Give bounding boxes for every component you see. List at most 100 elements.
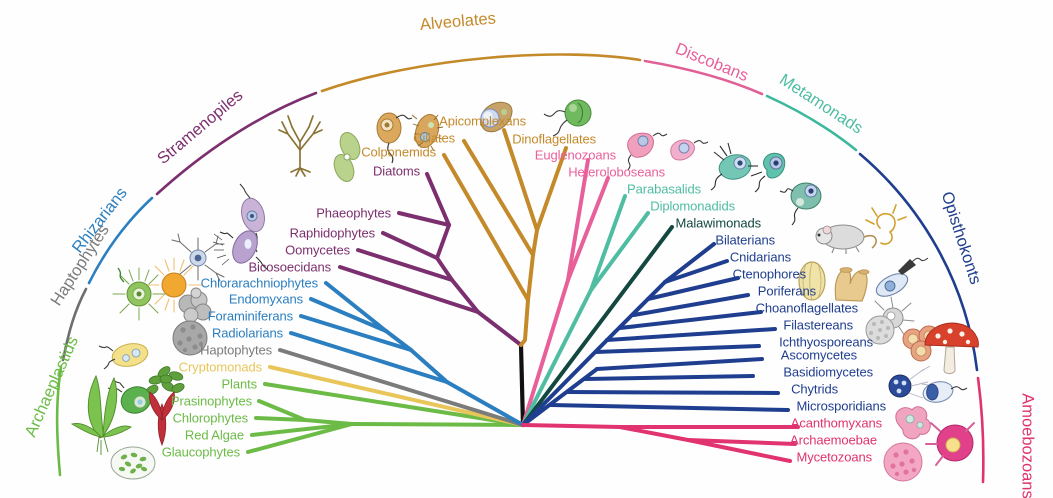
branch-green-clade-stem <box>303 418 354 426</box>
acanthomyxan-illustration <box>895 406 931 440</box>
branch-euglenozoans <box>566 158 590 282</box>
leaf-label-bilaterians: Bilaterians <box>715 232 775 248</box>
leaf-label-ctenophores: Ctenophores <box>732 266 806 282</box>
arc-rhizarians <box>87 196 154 285</box>
branch-poriferans <box>632 293 750 317</box>
branch-cnidarians <box>663 259 729 284</box>
branch-foraminiferans <box>409 348 449 384</box>
branch-archaeplastid-base <box>350 422 525 427</box>
branch-mycetozoans <box>686 438 792 463</box>
leaf-label-diplomonadids: Diplomonadids <box>650 198 735 214</box>
leaf-label-plants: Plants <box>221 376 257 392</box>
leaf-label-archaemoebae: Archaemoebae <box>790 432 877 448</box>
poriferan-illustration <box>834 267 870 302</box>
branch-strameno-node4 <box>435 223 451 260</box>
branch-phaeophytes <box>397 211 451 227</box>
red-alga-illustration <box>149 391 175 447</box>
branch-filastereans <box>605 327 777 342</box>
arc-amoebozoans <box>976 376 985 484</box>
brown-seaweed-illustration <box>278 115 323 177</box>
leaf-label-filastereans: Filastereans <box>783 317 853 333</box>
ciliate-illustration <box>411 113 444 152</box>
branch-stramenopile-base <box>476 310 523 347</box>
branch-red-algae <box>250 422 354 437</box>
leaf-label-apicomplexans: Apicomplexans <box>439 113 526 129</box>
teal-diplomonad-illustration <box>750 152 786 193</box>
branch-ascomycetes <box>595 357 764 371</box>
branch-radiolarians <box>289 331 449 384</box>
leaf-label-haptophytes: Haptophytes <box>200 342 272 358</box>
branch-bilaterians <box>663 242 716 284</box>
branch-chlorophytes <box>254 416 307 422</box>
branch-endomyxans <box>384 329 413 352</box>
malawimonad-illustration <box>779 182 822 226</box>
branch-glaucophytes <box>246 422 354 454</box>
branch-parabasalids <box>589 194 627 292</box>
leaf-label-poriferans: Poriferans <box>757 283 816 299</box>
leaf-label-malawimonads: Malawimonads <box>675 215 761 231</box>
golden-flagellate-illustration <box>376 112 413 164</box>
foraminiferan-illustration <box>178 287 212 323</box>
leaf-label-bicosoecidans: Bicosoecidans <box>248 259 331 275</box>
leaf-label-chlorophytes: Chlorophytes <box>172 410 249 426</box>
leaf-label-mycetozoans: Mycetozoans <box>796 449 873 465</box>
choanoflagellate-illustration <box>875 257 929 297</box>
branch-microsporidians <box>549 403 790 412</box>
branch-rhizarian-base <box>445 380 525 427</box>
basidiomycete-illustration <box>924 322 979 375</box>
leaf-label-choanoflagellates: Choanoflagellates <box>755 300 858 316</box>
arc-metamonads <box>765 94 858 152</box>
heliozoan-illustration <box>112 267 166 321</box>
clade-arc-group <box>55 53 985 484</box>
arc-discobans <box>643 59 764 96</box>
green-plant-illustration <box>145 366 185 396</box>
microsporidian-illustration <box>922 381 968 403</box>
leaf-label-euglenozoans: Euglenozoans <box>534 147 616 163</box>
leaf-label-ciliates: Ciliates <box>413 130 455 146</box>
branch-diplomonadids <box>589 211 650 292</box>
leaf-label-phaeophytes: Phaeophytes <box>316 205 391 221</box>
leaf-label-cryptomonads: Cryptomonads <box>178 359 262 375</box>
green-diatom-illustration <box>333 132 361 182</box>
branch-dinoflagellates <box>535 146 568 232</box>
leaf-label-parabasalids: Parabasalids <box>627 181 701 197</box>
chytrid-illustration <box>888 365 935 399</box>
dinoflagellate-illustration <box>543 99 592 137</box>
branch-choanoflagellates <box>618 310 763 330</box>
branch-bicosoecidans <box>338 265 480 314</box>
leaf-label-ichthyosporeans: Ichthyosporeans <box>779 334 873 350</box>
leaf-label-glaucophytes: Glaucophytes <box>161 444 240 460</box>
branch-cryptomonads <box>268 365 525 427</box>
branch-animal-stem <box>612 280 667 335</box>
branch-oomycetes <box>356 248 454 282</box>
branch-opisthokont-base <box>521 331 616 427</box>
mouse-illustration <box>815 224 877 254</box>
branch-prasinophytes <box>257 399 307 422</box>
branch-amoebozoan-base <box>521 423 622 429</box>
bicosoecidan-illustration <box>212 230 269 271</box>
branch-raphidophytes <box>381 231 439 260</box>
leaf-label-heteroloboseans: Heteroloboseans <box>568 164 665 180</box>
branch-metamonad-base <box>521 288 593 427</box>
branch-root-stem <box>518 342 526 428</box>
branch-group <box>246 128 800 463</box>
organism-illustration-group <box>70 99 979 482</box>
green-seaweed-illustration <box>70 374 132 455</box>
clade-label-amoebozoans: Amoebozoans <box>1018 393 1037 498</box>
branch-ctenophores <box>646 276 740 301</box>
branch-foraminiferans-tip <box>299 314 413 352</box>
branch-diatoms <box>425 172 451 227</box>
branch-colponemids <box>442 153 530 302</box>
branch-basidiomycetes <box>583 374 755 381</box>
branch-ichthyosporeans <box>594 344 761 354</box>
branch-heteroloboseans <box>566 176 610 282</box>
pink-heterolobosean-illustration <box>670 139 709 161</box>
branch-haptophytes <box>278 348 525 427</box>
branch-chlorarachniophytes <box>324 281 388 333</box>
ctenophore-illustration <box>798 261 826 301</box>
branch-amoebo-node2 <box>618 425 690 442</box>
glaucophyte-illustration <box>110 446 156 480</box>
leaf-label-prasinophytes: Prasinophytes <box>170 393 252 409</box>
chlorarachniophyte-illustration <box>171 233 225 283</box>
